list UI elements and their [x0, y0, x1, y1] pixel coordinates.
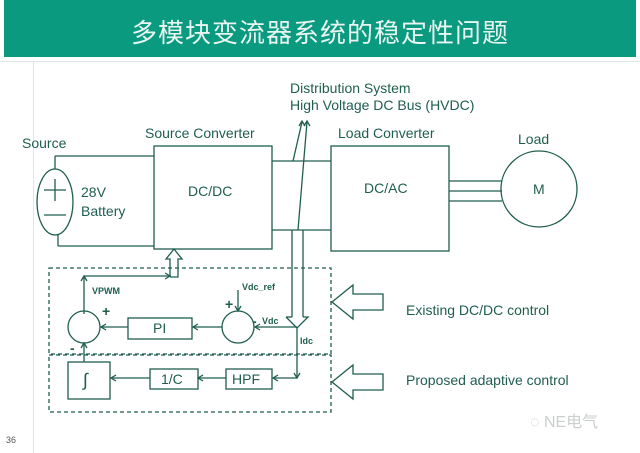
source-converter-label: Source Converter	[145, 125, 255, 141]
watermark-text: NE电气	[543, 414, 599, 431]
battery-voltage-label: 28V	[81, 184, 106, 200]
plus-sign-2: +	[225, 296, 234, 312]
battery-symbol	[36, 168, 74, 236]
sum-junction-2	[221, 310, 255, 344]
header-divider	[0, 61, 640, 62]
left-margin-line	[33, 61, 34, 453]
vdc-label: Vdc	[262, 316, 279, 326]
distribution-system-label: Distribution System	[290, 80, 411, 96]
existing-control-arrow	[330, 283, 384, 321]
dcdc-block	[153, 145, 273, 250]
proposed-control-label: Proposed adaptive control	[406, 372, 569, 388]
existing-control-label: Existing DC/DC control	[406, 302, 550, 318]
watermark: ◌ NE电气	[530, 408, 598, 432]
load-label: Load	[518, 131, 550, 147]
hpf-label: HPF	[232, 371, 260, 387]
slide-title: 多模块变流器系统的稳定性问题	[130, 19, 509, 49]
hvdc-bus-label: High Voltage DC Bus (HVDC)	[290, 97, 475, 113]
wechat-icon: ◌	[530, 414, 544, 431]
sum-junction-1	[67, 310, 101, 344]
motor-symbol	[500, 150, 578, 228]
existing-control-box	[48, 267, 332, 355]
vpwm-label: VPWM	[92, 286, 120, 296]
idc-label: Idc	[300, 336, 314, 346]
proposed-control-box	[48, 354, 332, 413]
page-number: 36	[6, 435, 17, 445]
motor-label: M	[533, 181, 545, 197]
minus-sign-2: -	[252, 313, 257, 329]
plus-sign-1: +	[102, 303, 111, 319]
title-bar: 多模块变流器系统的稳定性问题	[4, 0, 636, 57]
integrator-label: ∫	[83, 370, 88, 390]
dcac-block-label: DC/AC	[364, 180, 408, 196]
dcdc-block-label: DC/DC	[188, 183, 233, 199]
proposed-control-arrow	[330, 363, 384, 401]
source-label: Source	[22, 135, 67, 151]
dcac-block	[330, 145, 450, 252]
hpf-block	[225, 368, 273, 390]
battery-label: Battery	[81, 203, 126, 219]
one-over-c-block	[149, 368, 199, 390]
pi-block-label: PI	[153, 320, 167, 336]
minus-sign-1: -	[70, 340, 75, 356]
vdc-ref-label: Vdc_ref	[242, 282, 276, 292]
load-converter-label: Load Converter	[338, 125, 435, 141]
integrator-block	[67, 361, 111, 400]
one-over-c-label: 1/C	[161, 371, 183, 387]
pi-block	[127, 317, 193, 340]
